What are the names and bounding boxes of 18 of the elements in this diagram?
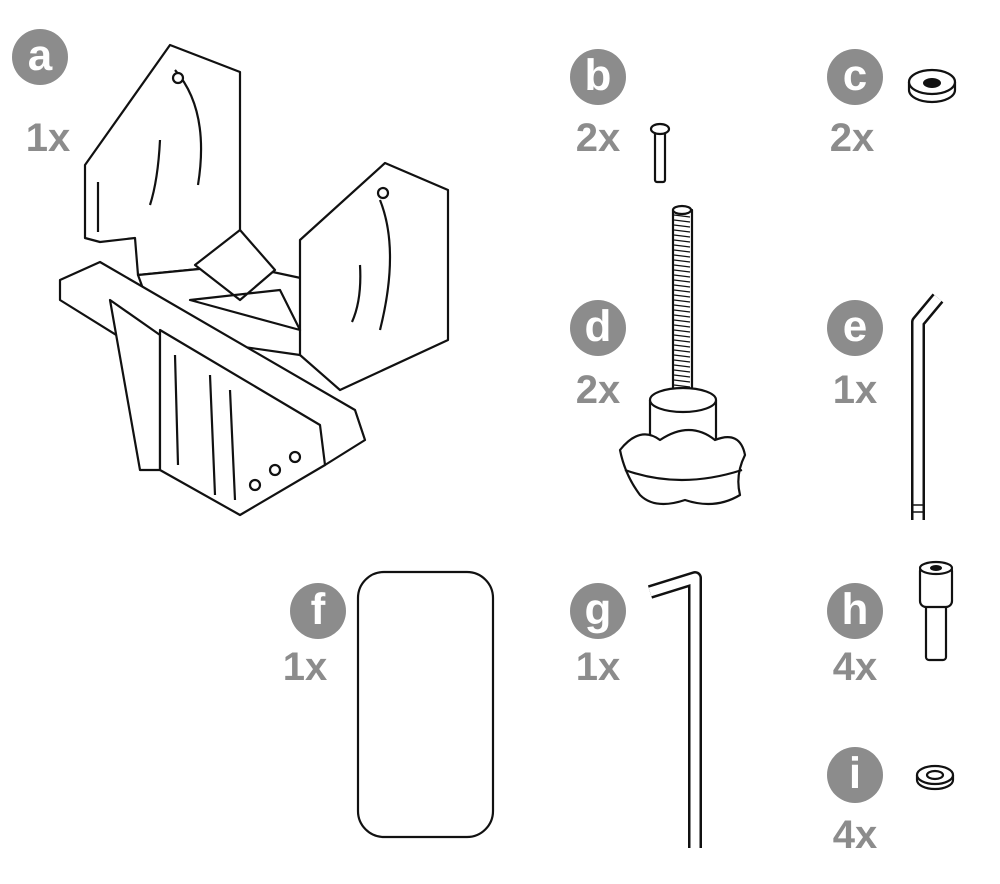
quantity-label: 1x	[576, 647, 620, 687]
quantity-label: 4x	[832, 647, 878, 687]
part-letter-badge: c	[827, 49, 883, 105]
part-letter-badge: e	[827, 300, 883, 356]
quantity-label: 1x	[832, 370, 878, 410]
part-letter-badge: d	[570, 300, 626, 356]
quantity-label: 1x	[282, 647, 328, 687]
quantity-label: 4x	[832, 815, 878, 855]
part-letter-badge: h	[827, 583, 883, 639]
part-letter-badge: i	[827, 747, 883, 803]
quantity-label: 2x	[576, 370, 620, 410]
part-letter-badge: b	[570, 49, 626, 105]
part-letter-badge: f	[290, 583, 346, 639]
quantity-label: 1x	[26, 118, 70, 158]
part-letter-badge: g	[570, 583, 626, 639]
quantity-label: 2x	[576, 118, 620, 158]
part-letter-badge: a	[12, 29, 68, 85]
quantity-label: 2x	[830, 118, 874, 158]
